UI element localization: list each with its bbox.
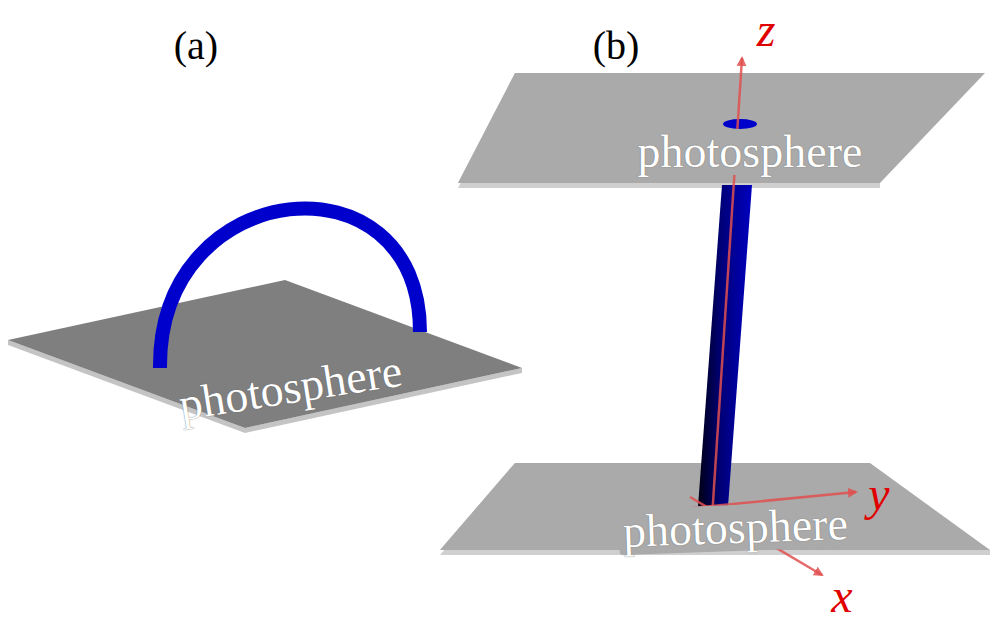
panel-label: (a) <box>174 26 218 66</box>
plane-label: photosphere <box>634 129 867 175</box>
axis-label: y <box>868 470 889 518</box>
plane-label: photosphere <box>171 347 408 429</box>
plane-surface <box>458 73 985 183</box>
photosphere-plane: photosphere <box>436 458 994 558</box>
panel-label: (b) <box>593 26 640 66</box>
axis-label: z <box>757 6 776 54</box>
plane-surface <box>8 280 522 428</box>
tube-footpoint <box>723 119 757 129</box>
plane-edge <box>440 463 990 555</box>
axis-label: x <box>831 572 852 620</box>
photosphere-plane: photosphere <box>455 70 990 192</box>
plane-label: photosphere <box>618 501 852 555</box>
photosphere-plane: photosphere <box>6 276 526 436</box>
